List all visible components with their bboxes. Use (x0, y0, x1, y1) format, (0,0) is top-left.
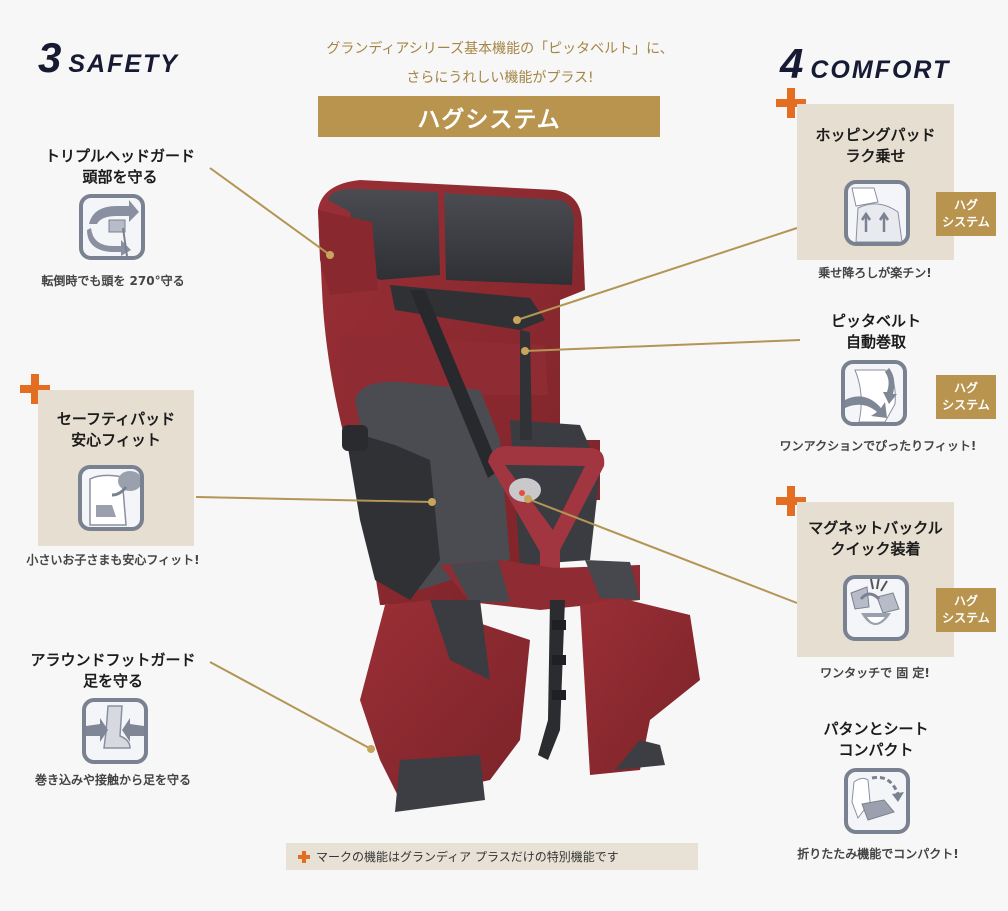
magnet-buckle-icon (843, 575, 909, 641)
intro-line-1: グランディアシリーズ基本機能の「ピッタベルト」に、 (326, 41, 674, 57)
feature-magnet-buckle: マグネットバックル クイック装着 (808, 519, 943, 558)
plus-mark-icon (298, 850, 310, 863)
intro-line-2: さらにうれしい機能がプラス! (406, 70, 594, 86)
feature-hopping-pad: ホッピングパッド ラク乗せ (815, 126, 936, 165)
comfort-heading-number: 4 (780, 40, 803, 87)
right-foot-guard (538, 598, 700, 775)
front-guard-bar (440, 446, 640, 610)
feature-safety-pad: セーフティパッド 安心フィット (56, 410, 176, 449)
hug-system-tag: ハグ システム (936, 375, 996, 419)
leader-lines (195, 167, 801, 753)
safety-pad-icon (78, 465, 144, 531)
safety-heading-number: 3 (38, 34, 61, 81)
feature-title: トリプルヘッドガード 頭部を守る (44, 147, 195, 186)
hopping-pad-icon (844, 180, 910, 246)
comfort-heading-word: COMFORT (810, 56, 951, 84)
safety-heading: 3 SAFETY (38, 34, 179, 82)
feature-caption-hopping-pad: 乗せ降ろしが楽チン! (818, 266, 932, 280)
feature-caption-head-guard: 転倒時でも頭を 270°守る (41, 274, 185, 288)
feature-fold-compact: パタンとシート コンパクト (823, 720, 929, 759)
plus-mark-footnote: マークの機能はグランディア プラスだけの特別機能です (286, 843, 698, 870)
fold-compact-icon (844, 768, 910, 834)
feature-pitta-belt: ピッタベルト 自動巻取 (830, 312, 921, 351)
plus-mark-icon (776, 486, 806, 516)
feature-caption-fold-compact: 折りたたみ機能でコンパクト! (797, 847, 959, 861)
hug-system-banner: ハグシステム (318, 96, 660, 137)
plus-mark-icon (20, 374, 50, 404)
plus-mark-icon (776, 88, 806, 118)
left-foot-guard (360, 600, 530, 812)
comfort-heading: 4 COMFORT (780, 40, 950, 88)
hug-system-tag: ハグ システム (936, 588, 996, 632)
foot-guard-icon (82, 698, 148, 764)
feature-caption-safety-pad: 小さいお子さまも安心フィット! (26, 553, 200, 567)
feature-caption-foot-guard: 巻き込みや接触から足を守る (34, 773, 191, 787)
head-guard-rotation-icon (79, 194, 145, 260)
auto-belt-retract-icon (841, 360, 907, 426)
feature-around-foot-guard: アラウンドフットガード 足を守る (30, 651, 196, 690)
feature-triple-head-guard: トリプルヘッドガード 頭部を守る (20, 146, 220, 188)
feature-caption-pitta-belt: ワンアクションでぴったりフィット! (779, 439, 977, 453)
feature-caption-magnet-buckle: ワンタッチで 固 定! (820, 666, 930, 680)
safety-heading-word: SAFETY (68, 50, 179, 78)
footnote-text: マークの機能はグランディア プラスだけの特別機能です (316, 850, 619, 864)
hug-system-tag: ハグ システム (936, 192, 996, 236)
